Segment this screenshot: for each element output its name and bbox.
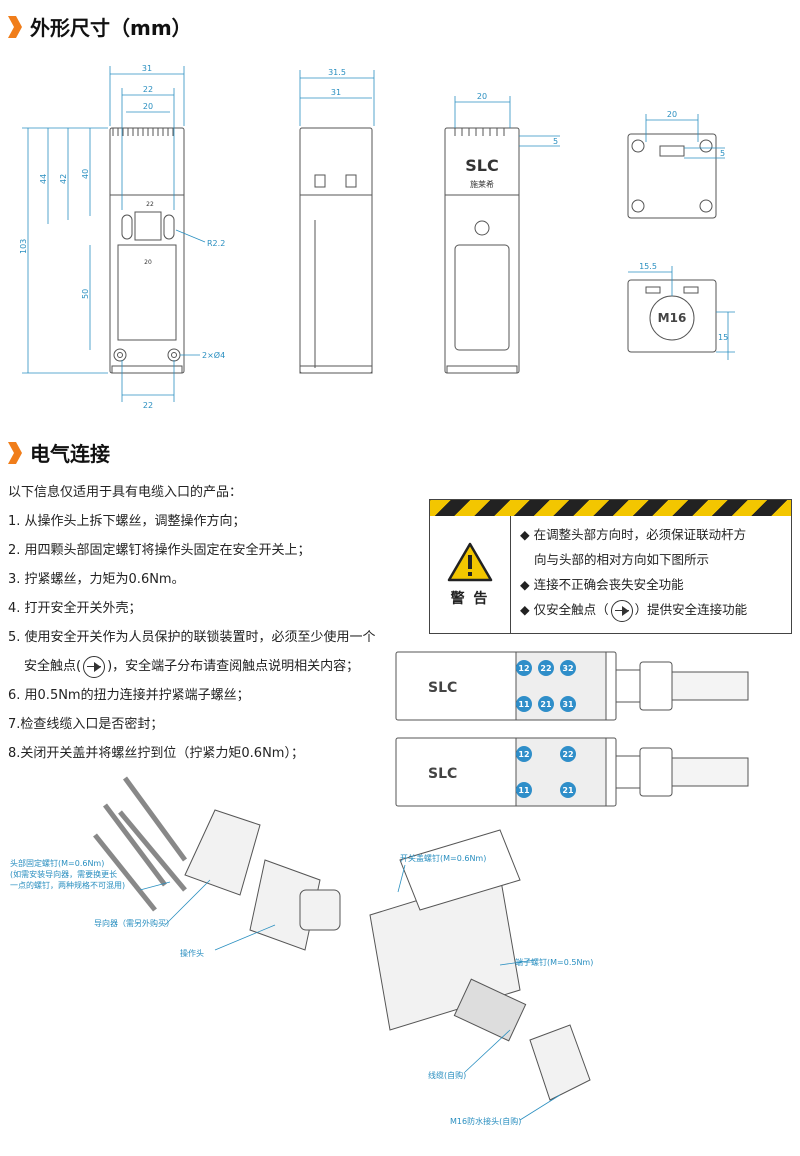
section-header-electrical: 电气连接 (8, 438, 110, 467)
terminal-label: 11 (518, 700, 530, 709)
brand-logo: SLC (465, 156, 498, 175)
head-side-view (444, 127, 520, 374)
callout-cover-screw: 开关盖螺钉(M=0.6Nm) (400, 854, 487, 863)
svg-text:31.5: 31.5 (328, 68, 346, 77)
svg-text:5: 5 (720, 149, 725, 158)
brand-name: 施莱希 (470, 179, 494, 189)
warning-box: 警 告 ◆ 在调整头部方向时，必须保证联动杆方 向与头部的相对方向如下图所示 ◆… (429, 499, 792, 634)
chevron-marker-icon (8, 15, 22, 38)
svg-text:103: 103 (19, 239, 28, 254)
svg-text:15.5: 15.5 (639, 262, 657, 271)
step-8: 8.关闭开关盖并将螺丝拧到位（拧紧力矩0.6Nm）； (8, 746, 304, 761)
warning-label: 警 告 (450, 590, 490, 607)
terminal-label: 12 (518, 664, 529, 673)
safety-contact-icon (83, 655, 106, 678)
warning-item: ◆ 仅安全触点（）提供安全连接功能 (520, 597, 747, 622)
terminal-label: 11 (518, 786, 530, 795)
terminal-label: 32 (562, 664, 573, 673)
svg-text:SLC: SLC (428, 680, 457, 696)
svg-text:SLC: SLC (428, 766, 457, 782)
callout-head-screw: 头部固定螺钉(M=0.6Nm) (如需安装导向器，需要换更长 一点的螺钉，两种规… (10, 859, 126, 890)
section-title: 外形尺寸（mm） (30, 16, 192, 40)
svg-text:5: 5 (553, 137, 558, 146)
svg-text:22: 22 (143, 85, 153, 94)
section-header-dimensions: 外形尺寸（mm） (8, 12, 192, 41)
svg-text:22: 22 (146, 201, 154, 208)
svg-text:2×Ø4: 2×Ø4 (202, 350, 225, 360)
warning-item: ◆ 在调整头部方向时，必须保证联动杆方 (520, 527, 747, 542)
terminal-label: 22 (562, 750, 573, 759)
step-5-cont: 安全触点()，安全端子分布请查阅触点说明相关内容； (8, 652, 408, 681)
svg-text:20: 20 (477, 92, 487, 101)
terminal-label: 31 (562, 700, 574, 709)
exploded-view (93, 776, 591, 1121)
step-2: 2. 用四颗头部固定螺钉将操作头固定在安全开关上； (8, 543, 311, 558)
instruction-steps: 以下信息仅适用于具有电缆入口的产品： 1. 从操作头上拆下螺丝，调整操作方向； … (8, 478, 408, 768)
dimension-drawings: SLC 施莱希 M16 22 20 31 22 20 103 44 42 40 … (19, 64, 735, 410)
svg-text:20: 20 (143, 102, 153, 111)
callout-terminal-screw: 端子螺钉(M=0.5Nm) (515, 958, 594, 967)
svg-text:R2.2: R2.2 (207, 239, 225, 248)
terminal-label: 21 (540, 700, 552, 709)
callout-guide: 导向器（需另外购买） (94, 919, 174, 928)
svg-text:22: 22 (143, 401, 153, 410)
terminal-diagrams: SLC SLC 12 22 32 11 21 31 12 22 11 21 (395, 651, 749, 807)
step-5: 5. 使用安全开关作为人员保护的联锁装置时，必须至少使用一个 (8, 630, 376, 645)
warning-item: 向与头部的相对方向如下图所示 (534, 552, 710, 567)
svg-text:31: 31 (331, 88, 341, 97)
hazard-stripe (430, 500, 791, 516)
section-title: 电气连接 (30, 442, 110, 466)
front-view (109, 127, 185, 374)
terminal-label: 12 (518, 750, 529, 759)
warning-item: ◆ 连接不正确会丧失安全功能 (520, 577, 684, 592)
side-view (299, 127, 373, 374)
svg-text:50: 50 (81, 289, 90, 299)
callout-m16: M16防水接头(自购) (450, 1117, 522, 1126)
step-4: 4. 打开安全开关外壳； (8, 601, 142, 616)
chevron-marker-icon (8, 441, 22, 464)
svg-text:40: 40 (81, 169, 90, 179)
step-6: 6. 用0.5Nm的扭力连接并拧紧端子螺丝； (8, 688, 250, 703)
thread-label: M16 (658, 311, 687, 325)
svg-text:20: 20 (667, 110, 677, 119)
step-1: 1. 从操作头上拆下螺丝，调整操作方向； (8, 514, 246, 529)
callout-cable: 线缆(自购) (428, 1071, 467, 1080)
svg-text:31: 31 (142, 64, 152, 73)
step-3: 3. 拧紧螺丝，力矩为0.6Nm。 (8, 572, 185, 587)
svg-text:42: 42 (59, 174, 68, 184)
svg-text:44: 44 (39, 174, 48, 184)
terminal-label: 21 (562, 786, 574, 795)
safety-contact-icon (610, 599, 633, 622)
intro-text: 以下信息仅适用于具有电缆入口的产品： (8, 485, 243, 500)
svg-text:15: 15 (718, 333, 728, 342)
terminal-label: 22 (540, 664, 551, 673)
svg-text:20: 20 (144, 259, 152, 266)
step-7: 7.检查线缆入口是否密封； (8, 717, 164, 732)
top-view (627, 133, 717, 219)
warning-triangle-icon (447, 542, 493, 581)
callout-actuator-head: 操作头 (180, 949, 204, 958)
